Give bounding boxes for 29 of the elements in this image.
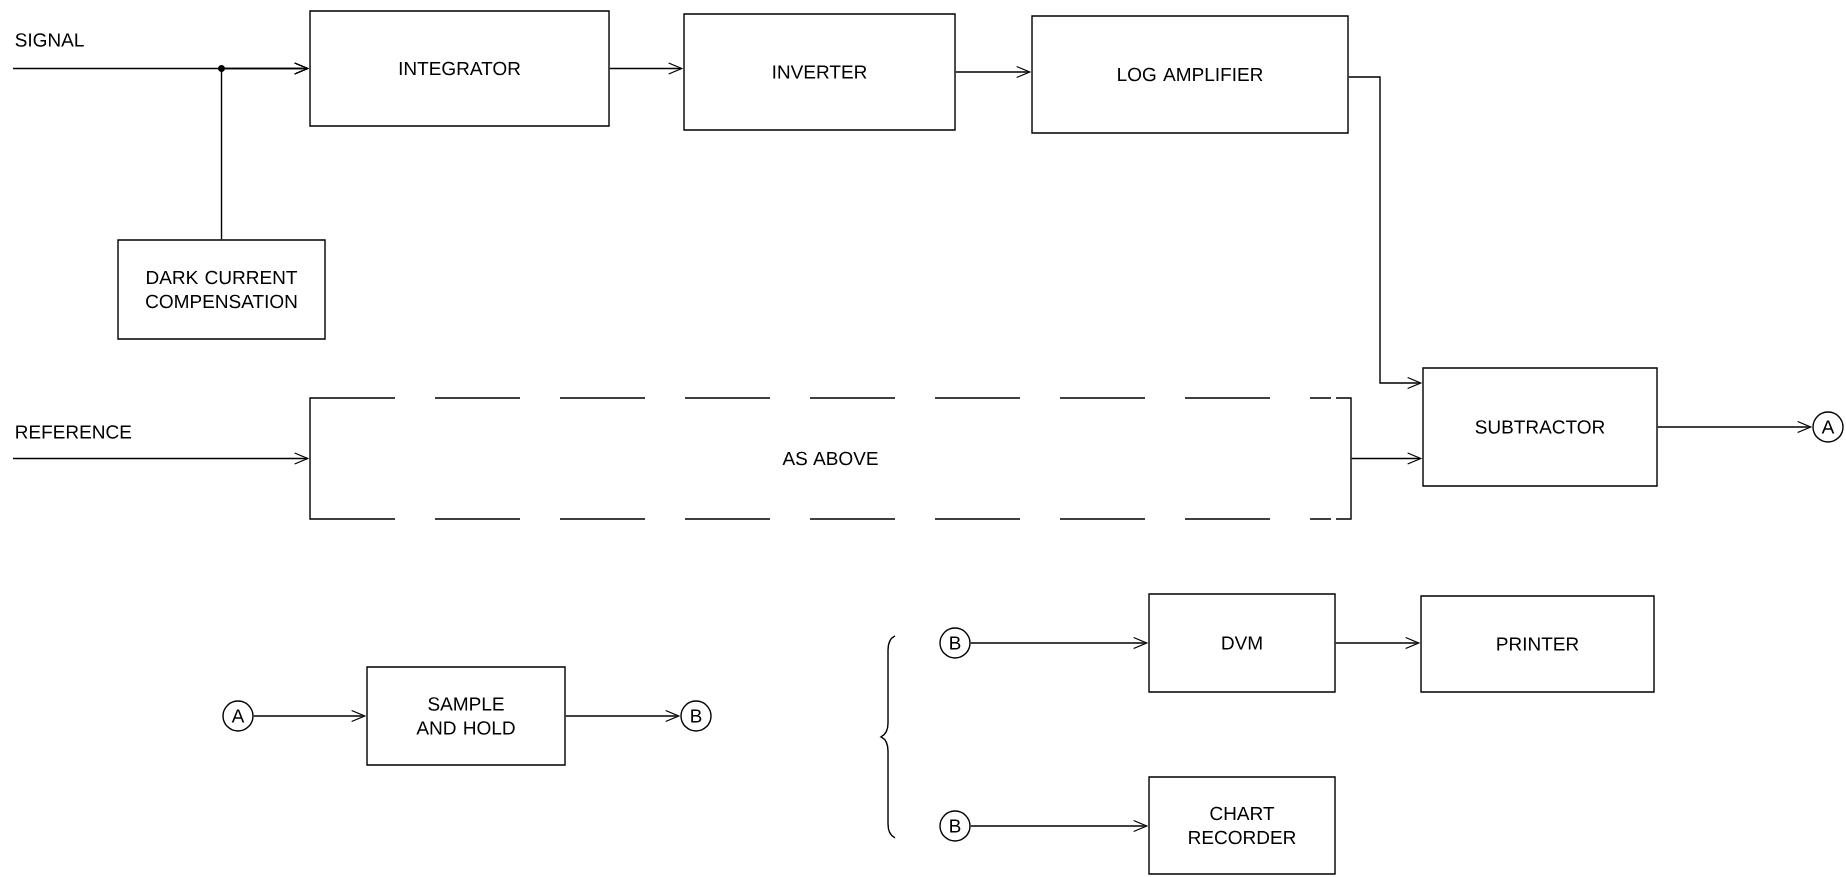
arrow: [220, 62, 310, 240]
dashed-box: AS ABOVE: [309, 397, 1352, 520]
circle-connector: A: [222, 700, 254, 732]
signal-label: SIGNAL: [15, 33, 84, 47]
arrow: [970, 819, 1149, 833]
signal-label: REFERENCE: [16, 425, 132, 439]
block-box: INVERTER: [683, 13, 956, 131]
arrow: [1351, 452, 1423, 465]
arrow: [955, 65, 1032, 79]
arrow: [1335, 636, 1421, 650]
block-box: LOG AMPLIFIER: [1031, 15, 1349, 134]
block-box: DVM: [1148, 593, 1336, 693]
arrow: [609, 62, 684, 75]
arrow: [12, 452, 310, 465]
block-box: DARK CURRENT COMPENSATION: [117, 239, 326, 340]
circle-connector: B: [939, 810, 971, 842]
arrow: [970, 636, 1149, 650]
circle-connector: B: [939, 627, 971, 659]
circle-connector: A: [1812, 411, 1844, 443]
block-box: SUBTRACTOR: [1422, 367, 1658, 487]
arrow: [1657, 420, 1813, 434]
block-box: INTEGRATOR: [309, 10, 610, 127]
block-box: CHART RECORDER: [1148, 776, 1336, 875]
block-box: PRINTER: [1420, 595, 1655, 693]
arrow: [253, 709, 367, 723]
circle-connector: B: [680, 700, 712, 732]
arrow: [1348, 76, 1423, 390]
arrow: [565, 709, 681, 723]
block-box: SAMPLE AND HOLD: [366, 666, 566, 766]
